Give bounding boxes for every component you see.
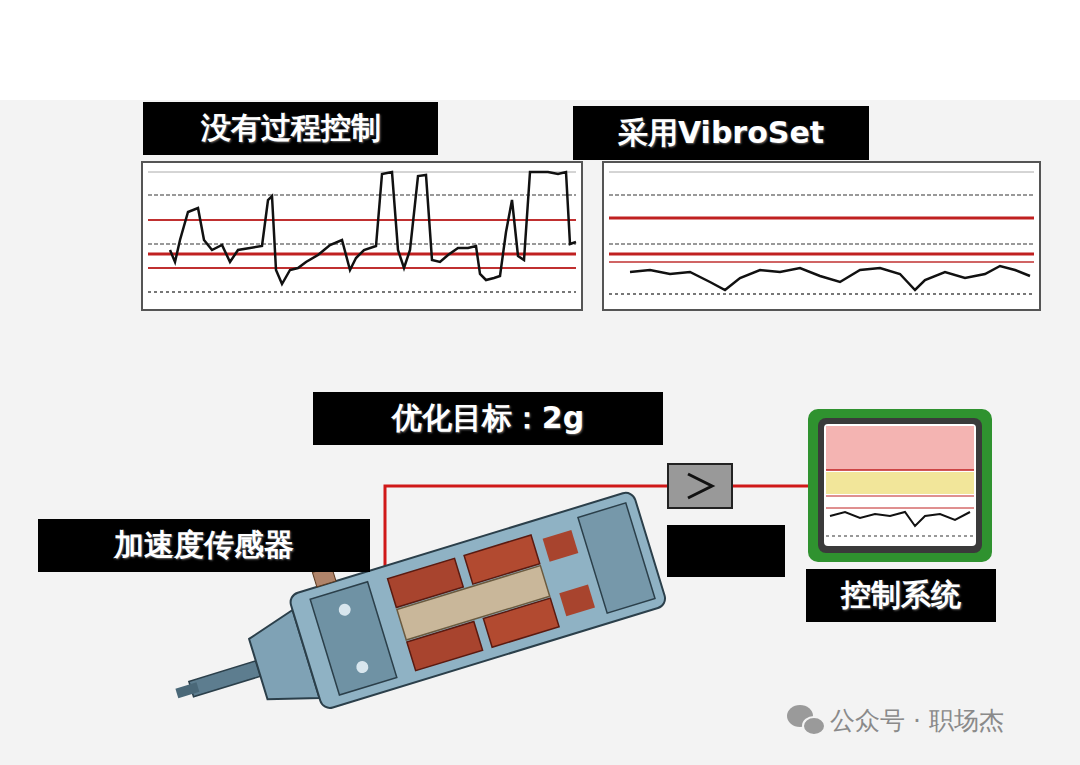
spindle-illustration (155, 476, 668, 750)
label-text: 控制系统 (841, 575, 961, 616)
label-box: 控制系统 (806, 569, 996, 622)
chart-vibroset (603, 162, 1040, 310)
amplifier-symbol (668, 464, 732, 508)
signal-wire (732, 485, 810, 488)
label-text: 优化目标：2g (392, 398, 584, 439)
label-box: 加速度传感器 (38, 519, 370, 572)
label-text: 采用VibroSet (618, 113, 824, 154)
watermark: 公众号 · 职场杰 (830, 704, 1004, 737)
label-text: 加速度传感器 (114, 525, 294, 566)
label-box: 优化目标：2g (313, 392, 663, 445)
watermark-icon (787, 705, 825, 735)
black-box (667, 525, 785, 577)
control-screen (808, 409, 992, 562)
label-box: 采用VibroSet (573, 106, 869, 160)
label-box: 没有过程控制 (143, 102, 438, 155)
chart-uncontrolled (142, 162, 582, 310)
label-text: 没有过程控制 (201, 108, 381, 149)
